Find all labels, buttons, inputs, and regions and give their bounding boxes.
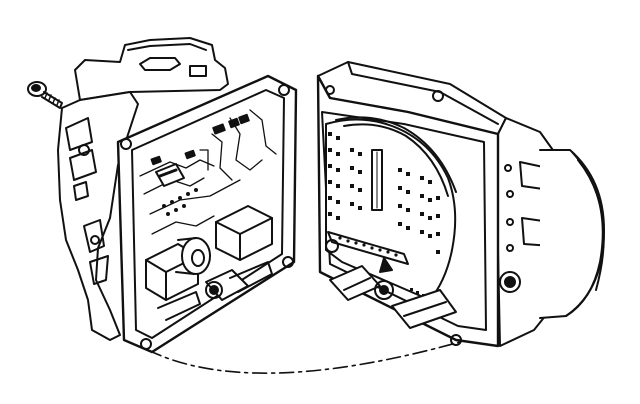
side-ports [504,164,514,252]
motor-rim-inner [577,159,605,291]
bracket-edge [127,43,207,51]
coil-body [175,237,197,275]
side-boss [78,144,90,156]
side-boss-2 [90,235,100,245]
chip-4 [150,155,162,166]
bottom-rail [229,261,273,293]
corner-hole-top-right [278,84,290,96]
bottom-rail-2 [157,291,201,321]
side-block [83,219,105,253]
header-pins [338,236,398,257]
lower-connector-left [329,265,381,301]
coil-core [191,249,205,267]
screw-head-recess [31,84,41,92]
bottom-port-inner [209,285,219,295]
chip-3 [238,113,250,125]
body-front-recess [321,111,487,331]
bracket-tab [139,57,181,71]
top-boss [432,90,444,102]
corner-hole-bottom-left [140,338,152,350]
control-module-cover [57,37,298,354]
component-dots [162,188,198,216]
alignment-arc [147,341,461,374]
corner-hole-top-left [120,138,132,150]
side-foot [89,255,109,285]
pin-grid-right [398,168,440,254]
pin-grid-left [328,132,362,220]
screw-threads [44,92,60,106]
hydraulic-modulator-body [316,61,605,348]
body-top-ridge [347,61,499,125]
ic-marking [158,168,178,178]
corner-hole-bottom-right [282,256,294,268]
lower-connector-left-edge [343,277,371,291]
chip-5 [184,149,196,160]
relay-block-right-edges [215,217,273,261]
valve-ring-cluster [325,116,457,301]
cover-inner-face [131,89,285,339]
chip-2 [228,117,240,129]
coil-cylinder-end [181,237,211,275]
lower-connector-right-edge [403,301,447,317]
lower-port [374,280,394,300]
outlet-port-inner [504,276,516,288]
header-arrow [379,257,393,273]
bracket-slot [189,65,207,77]
lower-port-inner [379,285,389,295]
bottom-port [205,281,223,299]
side-connector-1 [65,117,93,151]
chip-1 [212,123,226,135]
side-connector-2 [69,149,97,181]
outlet-port [499,271,521,293]
header-post [325,239,339,253]
side-tab [73,181,89,201]
motor-housing [539,149,605,319]
corner-hole-body [450,334,462,346]
